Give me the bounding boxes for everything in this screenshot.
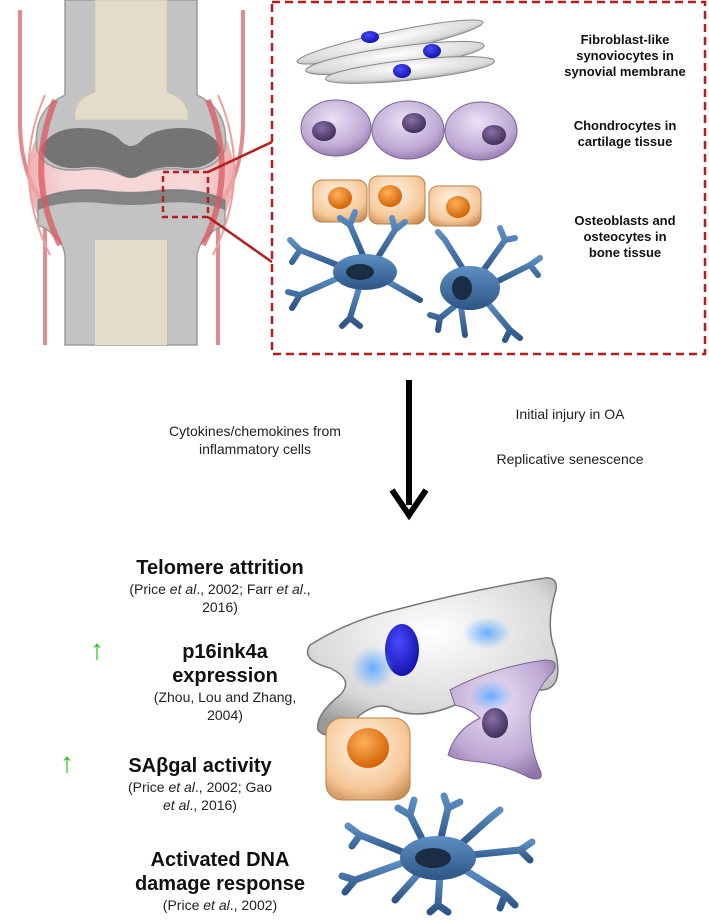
osteo-label-line: Osteoblasts and [574,213,676,228]
senescent-chondrocyte [447,659,556,780]
marker-reference: (Zhou, Lou and Zhang, 2004) [153,689,297,723]
marker-reference: (Price et al., 2002) [162,897,278,913]
marker-heading: Activated DNA [150,849,290,871]
marker-telomere: Telomere attrition (Price et al., 2002; … [95,556,345,616]
marker-heading: Telomere attrition [136,557,304,579]
marker-dna-damage: Activated DNA damage response (Price et … [95,848,345,914]
zoom-region-box [161,170,210,219]
zoom-detail-box [270,0,707,356]
up-arrow-icon: ↑ [90,634,104,665]
cytokines-label-line: Cytokines/chemokines from [169,423,341,439]
fibroblast-label-line: Fibroblast-like [580,32,670,47]
cytokines-label: Cytokines/chemokines from inflammatory c… [140,422,370,458]
marker-heading: damage response [134,873,306,895]
osteocyte-cells-top [285,209,543,343]
cytokines-label-line: inflammatory cells [198,441,312,457]
replicative-senescence-label: Replicative senescence [496,451,644,467]
fibroblast-label-line: synoviocytes in [576,48,674,63]
marker-heading: expression [172,665,278,687]
marker-heading: SAβgal activity [128,755,272,777]
chondrocyte-label-line: cartilage tissue [577,134,673,149]
chondrocyte-label-line: Chondrocytes in [573,118,677,133]
marker-reference: (Price et al., 2002; Gao et al., 2016) [128,779,272,813]
chondrocyte-label: Chondrocytes in cartilage tissue [540,118,709,150]
chondrocyte-cells-top [300,99,518,161]
fibroblast-label-line: synovial membrane [564,64,686,79]
marker-reference: (Price et al., 2002; Farr et al., 2016) [129,581,311,615]
osteo-label: Osteoblasts and osteocytes in bone tissu… [540,213,709,261]
fibroblast-cells-top [296,19,496,84]
down-arrow [389,380,429,521]
senescent-osteoblast [325,717,411,801]
osteoblast-cells-top [312,175,482,227]
initial-injury-label: Initial injury in OA [515,406,625,422]
fibroblast-label: Fibroblast-like synoviocytes in synovial… [540,32,709,80]
senescent-fibroblast [306,577,559,736]
osteo-label-line: osteocytes in [583,229,667,244]
marker-heading: p16ink4a [182,641,268,663]
senescent-osteocyte [338,792,536,916]
marker-sabgal: SAβgal activity (Price et al., 2002; Gao… [75,754,325,814]
up-arrow-icon: ↑ [60,747,74,778]
marker-p16: p16ink4a expression (Zhou, Lou and Zhang… [100,640,350,724]
knee-joint-illustration [18,0,273,346]
osteo-label-line: bone tissue [588,245,662,260]
